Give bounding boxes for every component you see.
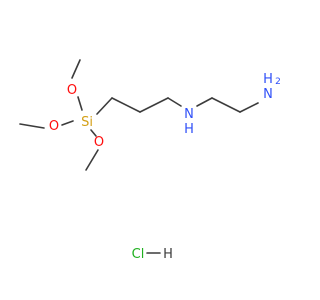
chlorine-label: Cl <box>132 247 145 262</box>
oxygen-top-label: O <box>67 83 77 98</box>
nitrogen-secondary-label: N <box>184 107 194 122</box>
structure-canvas: O O O Si N H H N 2 Cl H <box>19 59 281 262</box>
nitrogen-terminal-subscript: 2 <box>275 77 281 87</box>
nitrogen-terminal-label: N <box>263 87 273 102</box>
bond-si-o-bottom <box>90 129 97 137</box>
hydrogen-chloride-hydrogen-label: H <box>163 247 173 262</box>
nitrogen-secondary-hydrogen-label: H <box>184 122 194 137</box>
oxygen-left-label: O <box>49 119 59 134</box>
bond-c4-c5 <box>211 97 241 113</box>
oxygen-bottom-label: O <box>94 135 104 150</box>
bond-c1-c2 <box>111 97 141 113</box>
molecule-diagram: O O O Si N H H N 2 Cl H <box>19 59 281 262</box>
bond-si-c1 <box>96 97 113 115</box>
bond-o-left-methyl <box>19 123 45 129</box>
bond-si-o-left <box>61 120 74 126</box>
nitrogen-terminal-hydrogen-label: H <box>263 72 273 87</box>
bond-n-c4 <box>196 97 213 107</box>
bond-c3-n <box>167 97 182 107</box>
bond-o-bottom-methyl <box>85 149 99 171</box>
bond-o-top-methyl <box>71 59 81 79</box>
silicon-label: Si <box>81 115 93 130</box>
bond-c2-c3 <box>139 97 169 113</box>
bond-si-o-top <box>77 96 83 111</box>
bond-c5-nh2 <box>239 102 259 113</box>
